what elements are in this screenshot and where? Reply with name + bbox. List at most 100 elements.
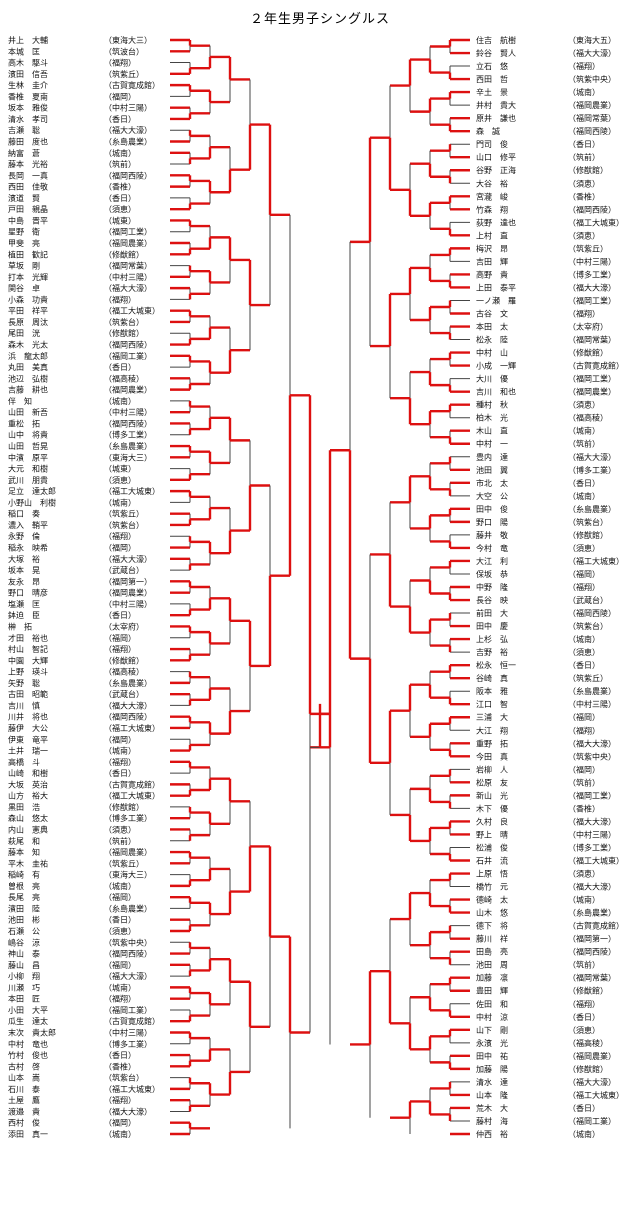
player-name: 新山 光	[476, 790, 508, 800]
bracket-entry: 嶋谷 涼（筑紫中央）	[8, 937, 152, 947]
bracket-entry: 清水 孝司（香日）	[8, 114, 136, 124]
player-school: （城東）	[104, 215, 136, 225]
bracket-entry: 稲崎 有（東海大三）	[8, 870, 152, 880]
bracket-entry: 川瀬 巧（城南）	[8, 982, 136, 992]
player-name: 野口 晴彦	[8, 588, 48, 598]
player-school: （福大大濠）	[568, 738, 616, 748]
bracket-entry: 三浦 大（福岡）	[476, 712, 600, 722]
player-name: 濱田 信吾	[8, 69, 48, 79]
bracket-entry: 池辺 弘樹（福高稜）	[8, 373, 144, 383]
player-name: 坂本 晃	[8, 565, 40, 575]
bracket-entry: 佐田 和（福翔）	[476, 999, 600, 1009]
bracket-entry: 濃入 鞘平（筑紫台）	[8, 520, 144, 530]
player-name: 山方 裕大	[8, 791, 48, 801]
player-school: （筑紫台）	[568, 621, 608, 631]
player-name: 高野 貴	[476, 269, 508, 279]
player-school: （香日）	[568, 1103, 600, 1113]
player-name: 上野 瑛斗	[8, 667, 48, 677]
player-school: （福大大濠）	[568, 282, 616, 292]
player-name: 中村 竜也	[8, 1039, 48, 1049]
player-school: （城南）	[104, 497, 136, 507]
bracket-entry: 藤伊 大公（福工大城東）	[8, 723, 160, 733]
player-name: 山本 嵩	[8, 1073, 40, 1083]
player-name: 永野 倫	[8, 531, 40, 541]
player-name: 鈴谷 賢人	[476, 48, 516, 58]
player-school: （中村三陽）	[104, 103, 152, 113]
player-school: （香日）	[568, 1012, 600, 1022]
player-school: （福岡西陵）	[104, 341, 152, 350]
player-school: （福工大城東）	[104, 791, 160, 801]
bracket-entry: 足立 達太郎（福工大城東）	[8, 486, 160, 496]
player-name: 長尾 亮	[8, 892, 40, 902]
bracket-entry: 濱田 信吾（筑紫丘）	[8, 69, 144, 79]
bracket-entry: 長岡 一真（福岡西陵）	[8, 170, 152, 180]
player-name: 土屋 鷹	[8, 1095, 40, 1105]
player-name: 藤田 度也	[8, 137, 48, 147]
player-school: （須恵）	[104, 926, 136, 936]
bracket-entry: 西村 俊（福岡）	[8, 1118, 136, 1128]
player-name: 中園 大輝	[8, 655, 48, 665]
bracket-entry: 吉藤 耕也（福岡農業）	[8, 385, 152, 395]
player-school: （博多工業）	[104, 813, 152, 823]
player-school: （香日）	[568, 478, 600, 488]
bracket-entry: 井村 貴大（福岡農業）	[476, 100, 616, 110]
player-school: （古賀寛成館）	[568, 361, 624, 371]
bracket-entry: 荻野 達也（福工大城東）	[476, 217, 624, 227]
player-name: 大川 優	[476, 374, 508, 384]
player-name: 山田 新吾	[8, 407, 48, 417]
bracket-entry: 香椎 夏南（福岡）	[8, 91, 136, 101]
player-school: （香日）	[104, 915, 136, 925]
player-name: 石瀬 公	[8, 926, 40, 936]
player-name: 三浦 大	[476, 712, 508, 722]
bracket-entry: 永野 倫（福翔）	[8, 531, 136, 541]
bracket-entry: 市北 太（香日）	[476, 478, 600, 488]
bracket-entry: 山中 将貴（博多工業）	[8, 430, 152, 440]
bracket-entry: 荒木 大（香日）	[476, 1103, 600, 1113]
player-name: 本田 匠	[8, 994, 40, 1004]
bracket-entry: 神山 泰（福岡西陵）	[8, 949, 152, 959]
player-name: 野上 晴	[476, 829, 508, 839]
player-school: （福岡第一）	[104, 576, 152, 586]
page-title: ２年生男子シングルス	[249, 12, 390, 27]
player-school: （須恵）	[568, 1025, 600, 1035]
player-name: 岩柳 人	[476, 764, 508, 774]
bracket-entry: 鈴谷 賢人（福大大濠）	[476, 48, 616, 58]
player-school: （香日）	[104, 362, 136, 372]
bracket-entry: 大坂 英治（古賀寛成館）	[8, 779, 160, 789]
player-school: （武蔵台）	[568, 595, 608, 605]
player-school: （福大大濠）	[104, 700, 152, 710]
bracket-entry: 甲斐 亮（福岡農業）	[8, 238, 152, 248]
player-name: 久村 良	[476, 816, 508, 826]
bracket-entry: 清水 達（福大大濠）	[476, 1077, 616, 1087]
player-school: （福岡工業）	[104, 227, 152, 237]
bracket-entry: 濱田 陸（糸島農業）	[8, 903, 152, 913]
player-school: （福翔）	[104, 58, 136, 68]
player-name: 谷崎 真	[476, 673, 508, 683]
bracket-entry: 平木 圭祐（筑紫丘）	[8, 858, 144, 868]
player-name: 松永 陸	[476, 335, 508, 345]
player-school: （福大大濠）	[104, 1106, 152, 1116]
player-name: 濱田 陸	[8, 903, 40, 913]
player-school: （福岡工業）	[568, 374, 616, 384]
player-name: 種村 秋	[476, 400, 508, 410]
player-name: 永濱 光	[476, 1038, 508, 1048]
bracket-entry: 德下 将（古賀寛成館）	[476, 921, 624, 931]
player-school: （古賀寛成館）	[104, 80, 160, 90]
right-entries: 住吉 航樹（東海大五）鈴谷 賢人（福大大濠）立石 悠（福翔）西田 哲（筑紫中央）…	[476, 35, 624, 1139]
player-name: 中村 一	[476, 439, 508, 449]
bracket-entry: 伴 知（城南）	[8, 396, 136, 406]
player-name: 山木 悠	[476, 908, 508, 918]
bracket-entry: 藤本 知（福岡農業）	[8, 847, 152, 857]
player-name: 宮瀧 峻	[476, 191, 508, 201]
bracket-entry: 吉川 慎（福大大濠）	[8, 700, 152, 710]
bracket-entry: 江口 智（中村三陽）	[476, 699, 616, 709]
player-school: （福岡）	[568, 765, 600, 774]
player-name: 丸田 美真	[8, 362, 48, 372]
player-school: （修猷館）	[104, 249, 144, 259]
player-school: （筑前）	[104, 836, 136, 846]
bracket-entry: 今村 竜（須恵）	[476, 543, 600, 553]
player-school: （香日）	[568, 139, 600, 149]
bracket-entry: 岩柳 人 （福岡）	[476, 764, 600, 774]
player-name: 黒田 浩	[8, 802, 40, 812]
player-name: 上村 直	[476, 230, 508, 240]
